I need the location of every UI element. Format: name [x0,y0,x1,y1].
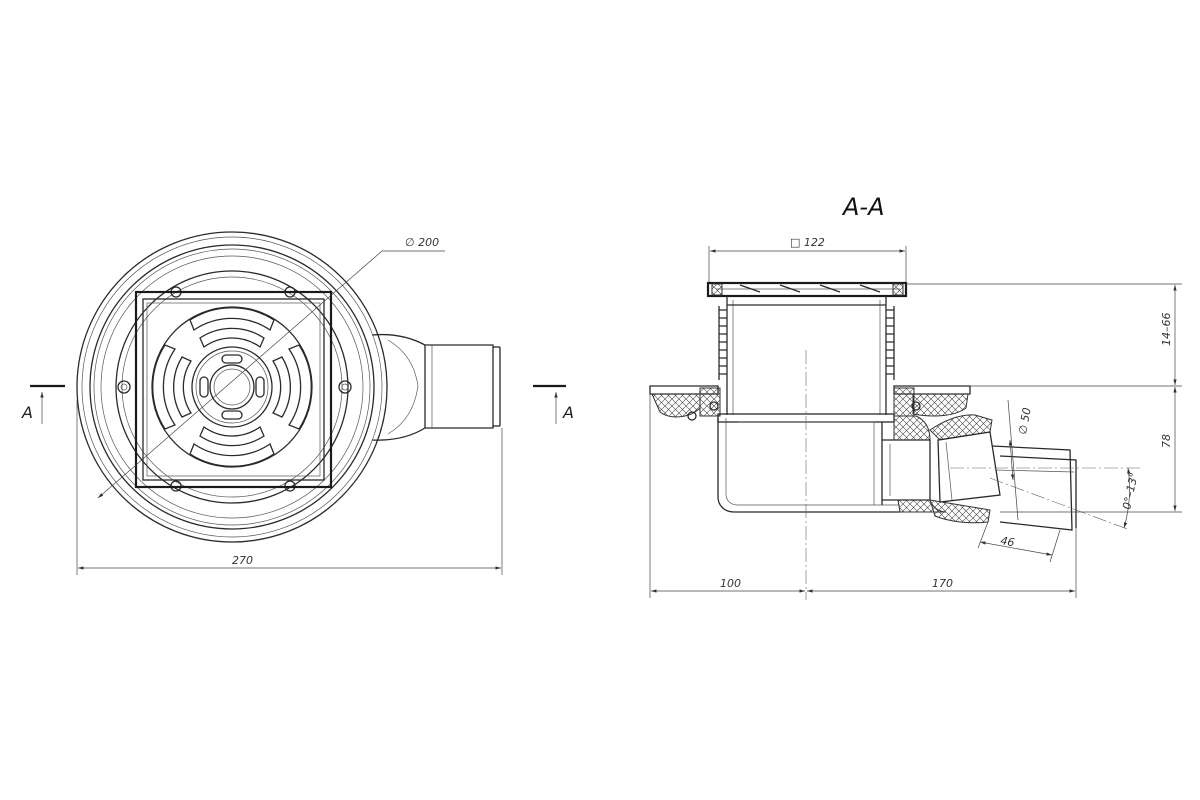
section-letter-left: A [21,403,33,422]
upper-sleeve [718,296,895,415]
section-view: A-A [649,193,1182,600]
body-height-label: 78 [1160,434,1173,448]
section-mark-right: A [533,384,574,424]
drain-body [717,413,947,513]
height-dimensions: 14–66 78 [906,283,1182,513]
outlet-length-dimension: 46 [977,521,1061,563]
diameter-leader: ∅ 200 [97,236,445,499]
grate-pattern [151,306,313,468]
grate-size-dimension: □ 122 [708,236,907,282]
height-adjust-label: 14–66 [1160,313,1173,347]
outlet-angle-dimension: 0°–13° [1120,467,1141,529]
bottom-dimensions: 100 170 [649,394,1077,598]
outer-diameter-label: ∅ 200 [405,236,439,249]
plan-view: ∅ 200 270 A A [21,231,574,575]
overall-width-label: 270 [232,554,253,567]
outlet-angle-label: 0°–13° [1120,471,1141,510]
outlet-length-label: 46 [999,534,1015,549]
right-offset-label: 170 [932,577,953,590]
outlet-diameter-label: ∅ 50 [1016,407,1034,436]
section-outlet [882,414,1077,531]
width-dimension: 270 [76,400,503,575]
grate-frame [134,290,333,489]
outlet-diameter-dimension: ∅ 50 [1007,399,1034,521]
section-letter-right: A [562,403,574,422]
section-flange [649,385,971,421]
section-mark-left: A [21,384,65,424]
section-grate [706,281,908,298]
outlet-angle-line [989,477,1131,531]
section-title: A-A [841,193,885,221]
left-offset-label: 100 [720,577,741,590]
grate-size-label: □ 122 [790,236,825,249]
plan-outlet-pipe [371,333,501,441]
outer-flange [76,231,388,543]
